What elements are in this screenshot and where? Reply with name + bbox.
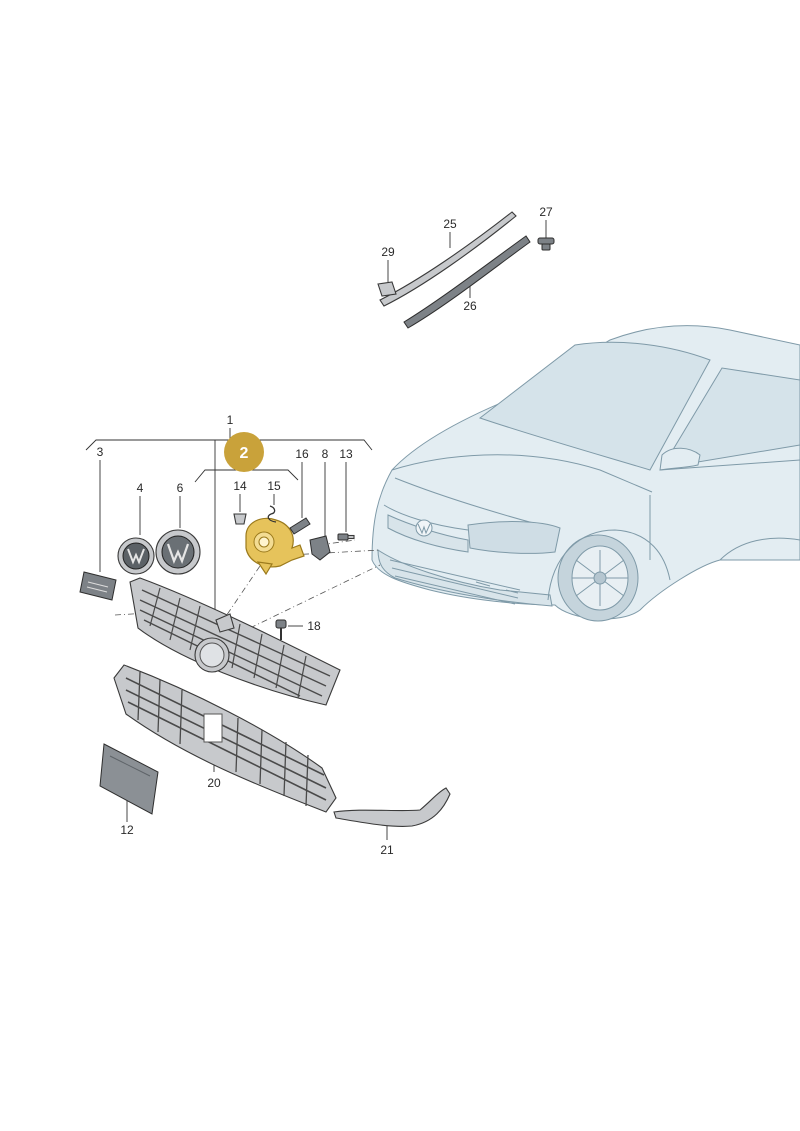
emblem-6 [155, 529, 201, 575]
bracket-16 [289, 517, 311, 535]
upper-grille-1 [129, 577, 341, 706]
part-label-27: 27 [539, 205, 553, 219]
part-label-18: 18 [307, 619, 321, 633]
part-label-4: 4 [137, 481, 144, 495]
part-label-12: 12 [120, 823, 134, 837]
clip-27 [537, 237, 555, 251]
emblem-4 [117, 537, 155, 575]
part-label-3: 3 [97, 445, 104, 459]
part-label-15: 15 [267, 479, 281, 493]
part-label-29: 29 [381, 245, 395, 259]
part-label-26: 26 [463, 299, 477, 313]
part-label-6: 6 [177, 481, 184, 495]
car-illustration [371, 325, 800, 622]
mount-8 [309, 535, 331, 561]
roof-trim-strip-26 [403, 235, 531, 329]
part-label-13: 13 [339, 447, 353, 461]
highlight-badge-2: 2 [224, 432, 264, 472]
screw-18 [275, 619, 287, 640]
badge-3 [79, 571, 117, 601]
clip-29 [377, 281, 397, 297]
bolt-13 [337, 533, 355, 541]
part-label-25: 25 [443, 217, 457, 231]
part-label-16: 16 [295, 447, 309, 461]
highlight-label: 2 [240, 445, 249, 462]
part-labels: 1 3 4 6 8 12 13 14 15 16 18 20 21 25 26 … [97, 205, 553, 857]
lower-grille-20 [113, 664, 337, 813]
part-label-1: 1 [227, 413, 234, 427]
part-label-21: 21 [380, 843, 394, 857]
roof-trim-strip-25 [379, 211, 517, 307]
part-label-20: 20 [207, 776, 221, 790]
license-plate-bracket-12 [99, 743, 159, 815]
highlighted-part-2 [245, 517, 305, 576]
spring-15 [267, 505, 277, 523]
part-label-8: 8 [322, 447, 329, 461]
part-label-14: 14 [233, 479, 247, 493]
trim-strip-21 [333, 787, 451, 827]
clip-14 [233, 513, 247, 525]
